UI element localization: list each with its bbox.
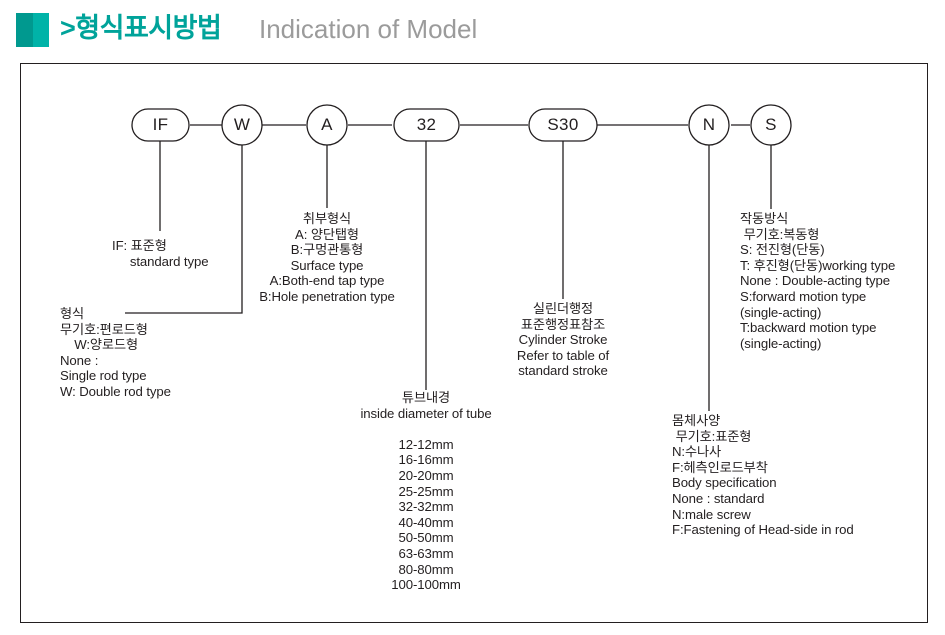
standard-type-note: IF: 표준형 standard type — [112, 238, 209, 269]
working-type-note: 작동방식 무기호:복동형 S: 전진형(단동) T: 후진형(단동)workin… — [740, 211, 896, 351]
cylinder-stroke-note: 실린더행정 표준행정표참조 Cylinder Stroke Refer to t… — [516, 301, 610, 379]
tube-bore-note: 튜브내경 inside diameter of tube 12-12mm 16-… — [360, 390, 492, 593]
page-title-korean: >형식표시방법 — [60, 13, 222, 43]
pill-label-if: IF — [152, 115, 169, 134]
pill-label-s30: S30 — [547, 115, 579, 134]
header-accent-block-dark — [16, 13, 33, 47]
type-note: 형식 무기호:편로드형 W:양로드형 None : Single rod typ… — [60, 306, 171, 399]
pill-label-w: W — [233, 115, 251, 134]
page-header: >형식표시방법 Indication of Model — [0, 0, 945, 62]
pill-label-s: S — [765, 115, 777, 134]
surface-type-note: 취부형식 A: 양단탭형 B:구멍관통형 Surface type A:Both… — [259, 211, 395, 304]
pill-label-n: N — [702, 115, 716, 134]
pill-label-a: A — [321, 115, 333, 134]
header-accent-block-light — [33, 13, 49, 47]
pill-label-32: 32 — [416, 115, 437, 134]
body-specification-note: 몸체사양 무기호:표준형 N:수나사 F:헤측인로드부착 Body specif… — [672, 413, 854, 538]
page-title-english: Indication of Model — [259, 14, 478, 44]
